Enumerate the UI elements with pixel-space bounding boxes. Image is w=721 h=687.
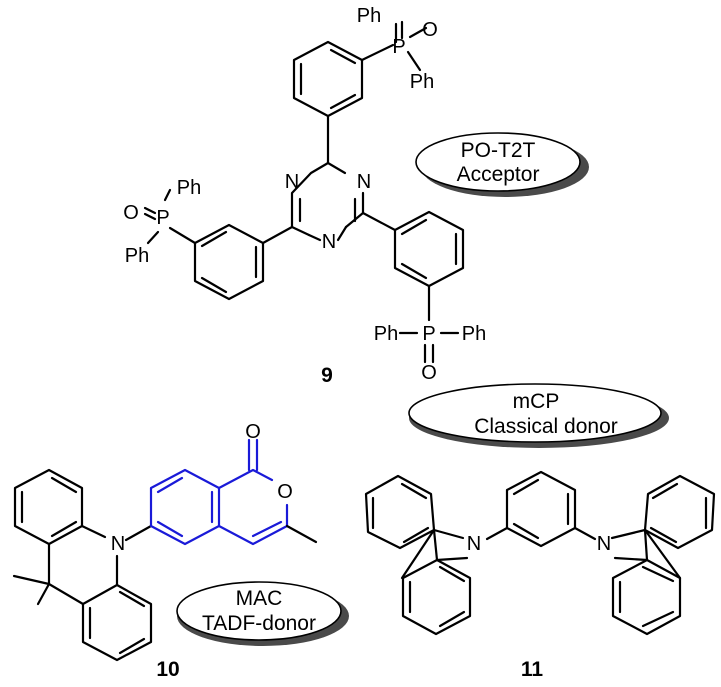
badge-mac-role: TADF-donor xyxy=(202,612,316,635)
methyl-bond xyxy=(285,524,318,544)
badge-mcp-title: mCP xyxy=(513,390,560,413)
triazine-ring xyxy=(290,161,365,242)
phosphine-oxide-right-o: O xyxy=(421,362,437,384)
central-benzene xyxy=(485,470,597,548)
compound-9-number: 9 xyxy=(321,364,333,387)
phosphine-oxide-left-o: O xyxy=(123,202,139,224)
carbazole-left xyxy=(364,474,472,636)
badge-po-t2t: PO-T2T Acceptor xyxy=(415,132,589,197)
compound-10-number: 10 xyxy=(156,658,179,681)
compound-11-number: 11 xyxy=(521,658,544,681)
dimethylacridan-unit xyxy=(12,468,153,662)
carbazole-left-n: N xyxy=(467,533,481,555)
compound-9-structure: N N N Ph P O Ph Ph O P Ph Ph P Ph O 9 xyxy=(123,5,486,387)
badge-po-t2t-oval xyxy=(415,132,581,192)
phosphine-oxide-top-ph-1: Ph xyxy=(357,5,381,27)
badge-mcp-oval xyxy=(408,383,662,443)
phosphine-oxide-left-ph-1: Ph xyxy=(177,177,201,199)
badge-po-t2t-role: Acceptor xyxy=(457,163,540,186)
triazine-n-bottom: N xyxy=(322,231,336,253)
phenyl-ring-right xyxy=(361,210,465,364)
badge-po-t2t-title: PO-T2T xyxy=(461,139,536,162)
badge-mcp: mCP Classical donor xyxy=(408,383,669,448)
badge-mac-oval xyxy=(176,581,342,641)
phosphine-oxide-right-ph-2: Ph xyxy=(462,323,486,345)
phosphine-oxide-top-p: P xyxy=(392,36,405,58)
acridan-n: N xyxy=(111,533,125,555)
phosphine-oxide-top-ph-2: Ph xyxy=(410,71,434,93)
badge-mcp-role: Classical donor xyxy=(474,415,618,438)
triazine-n-left: N xyxy=(285,171,299,193)
compound-10-structure: N O O 10 xyxy=(12,421,318,681)
phosphine-oxide-top-o: O xyxy=(422,19,438,41)
badge-mac-title: MAC xyxy=(236,587,283,610)
badge-mac: MAC TADF-donor xyxy=(176,581,349,646)
phosphine-oxide-left-p: P xyxy=(156,207,169,229)
triazine-n-right: N xyxy=(357,171,371,193)
ring-o: O xyxy=(277,481,293,503)
phosphine-oxide-left-ph-2: Ph xyxy=(125,245,149,267)
phenyl-ring-top xyxy=(292,20,428,165)
carbonyl-o: O xyxy=(245,421,261,443)
compound-11-structure: N N 11 xyxy=(364,470,716,681)
carbazole-right xyxy=(610,474,716,636)
phosphine-oxide-right-p: P xyxy=(422,323,435,345)
carbazole-right-n: N xyxy=(597,533,611,555)
phenyl-ring-left xyxy=(143,188,294,301)
phosphine-oxide-right-ph-1: Ph xyxy=(374,323,398,345)
isochromenone-unit xyxy=(149,438,289,546)
